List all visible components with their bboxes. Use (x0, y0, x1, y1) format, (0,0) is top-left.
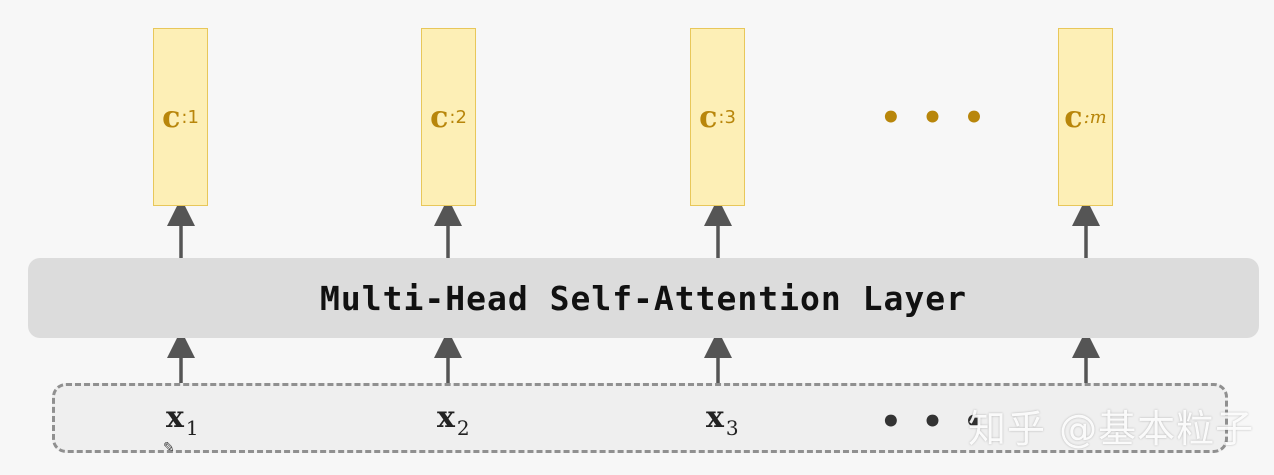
output-c3-sub: :3 (718, 106, 736, 128)
output-ellipsis: • • • (880, 98, 989, 138)
input-x3-main: x (706, 400, 724, 435)
output-cm-sub: :m (1083, 106, 1107, 128)
attention-layer-bar: Multi-Head Self-Attention Layer (28, 258, 1259, 338)
output-cm-main: c (1064, 99, 1083, 135)
output-c1-box: c:1 (153, 28, 208, 206)
input-x3-sub: 3 (725, 416, 739, 440)
pencil-icon: ✎ (163, 440, 175, 456)
output-c1-main: c (162, 99, 181, 135)
input-ellipsis: • • • (880, 402, 989, 442)
attention-layer-label: Multi-Head Self-Attention Layer (320, 278, 967, 318)
output-c2-main: c (430, 99, 449, 135)
input-x2-sub: 2 (456, 416, 470, 440)
input-x2-main: x (437, 400, 455, 435)
output-c1-sub: :1 (181, 106, 199, 128)
output-cm-box: c:m (1058, 28, 1113, 206)
watermark-text: 知乎 @基本粒子 (968, 407, 1255, 451)
output-c3-main: c (699, 99, 718, 135)
input-x1-sub: 1 (185, 416, 199, 440)
input-sequence-box (52, 383, 1228, 453)
output-c2-sub: :2 (449, 106, 467, 128)
output-c3-box: c:3 (690, 28, 745, 206)
input-x1-main: x (166, 400, 184, 435)
output-c2-box: c:2 (421, 28, 476, 206)
